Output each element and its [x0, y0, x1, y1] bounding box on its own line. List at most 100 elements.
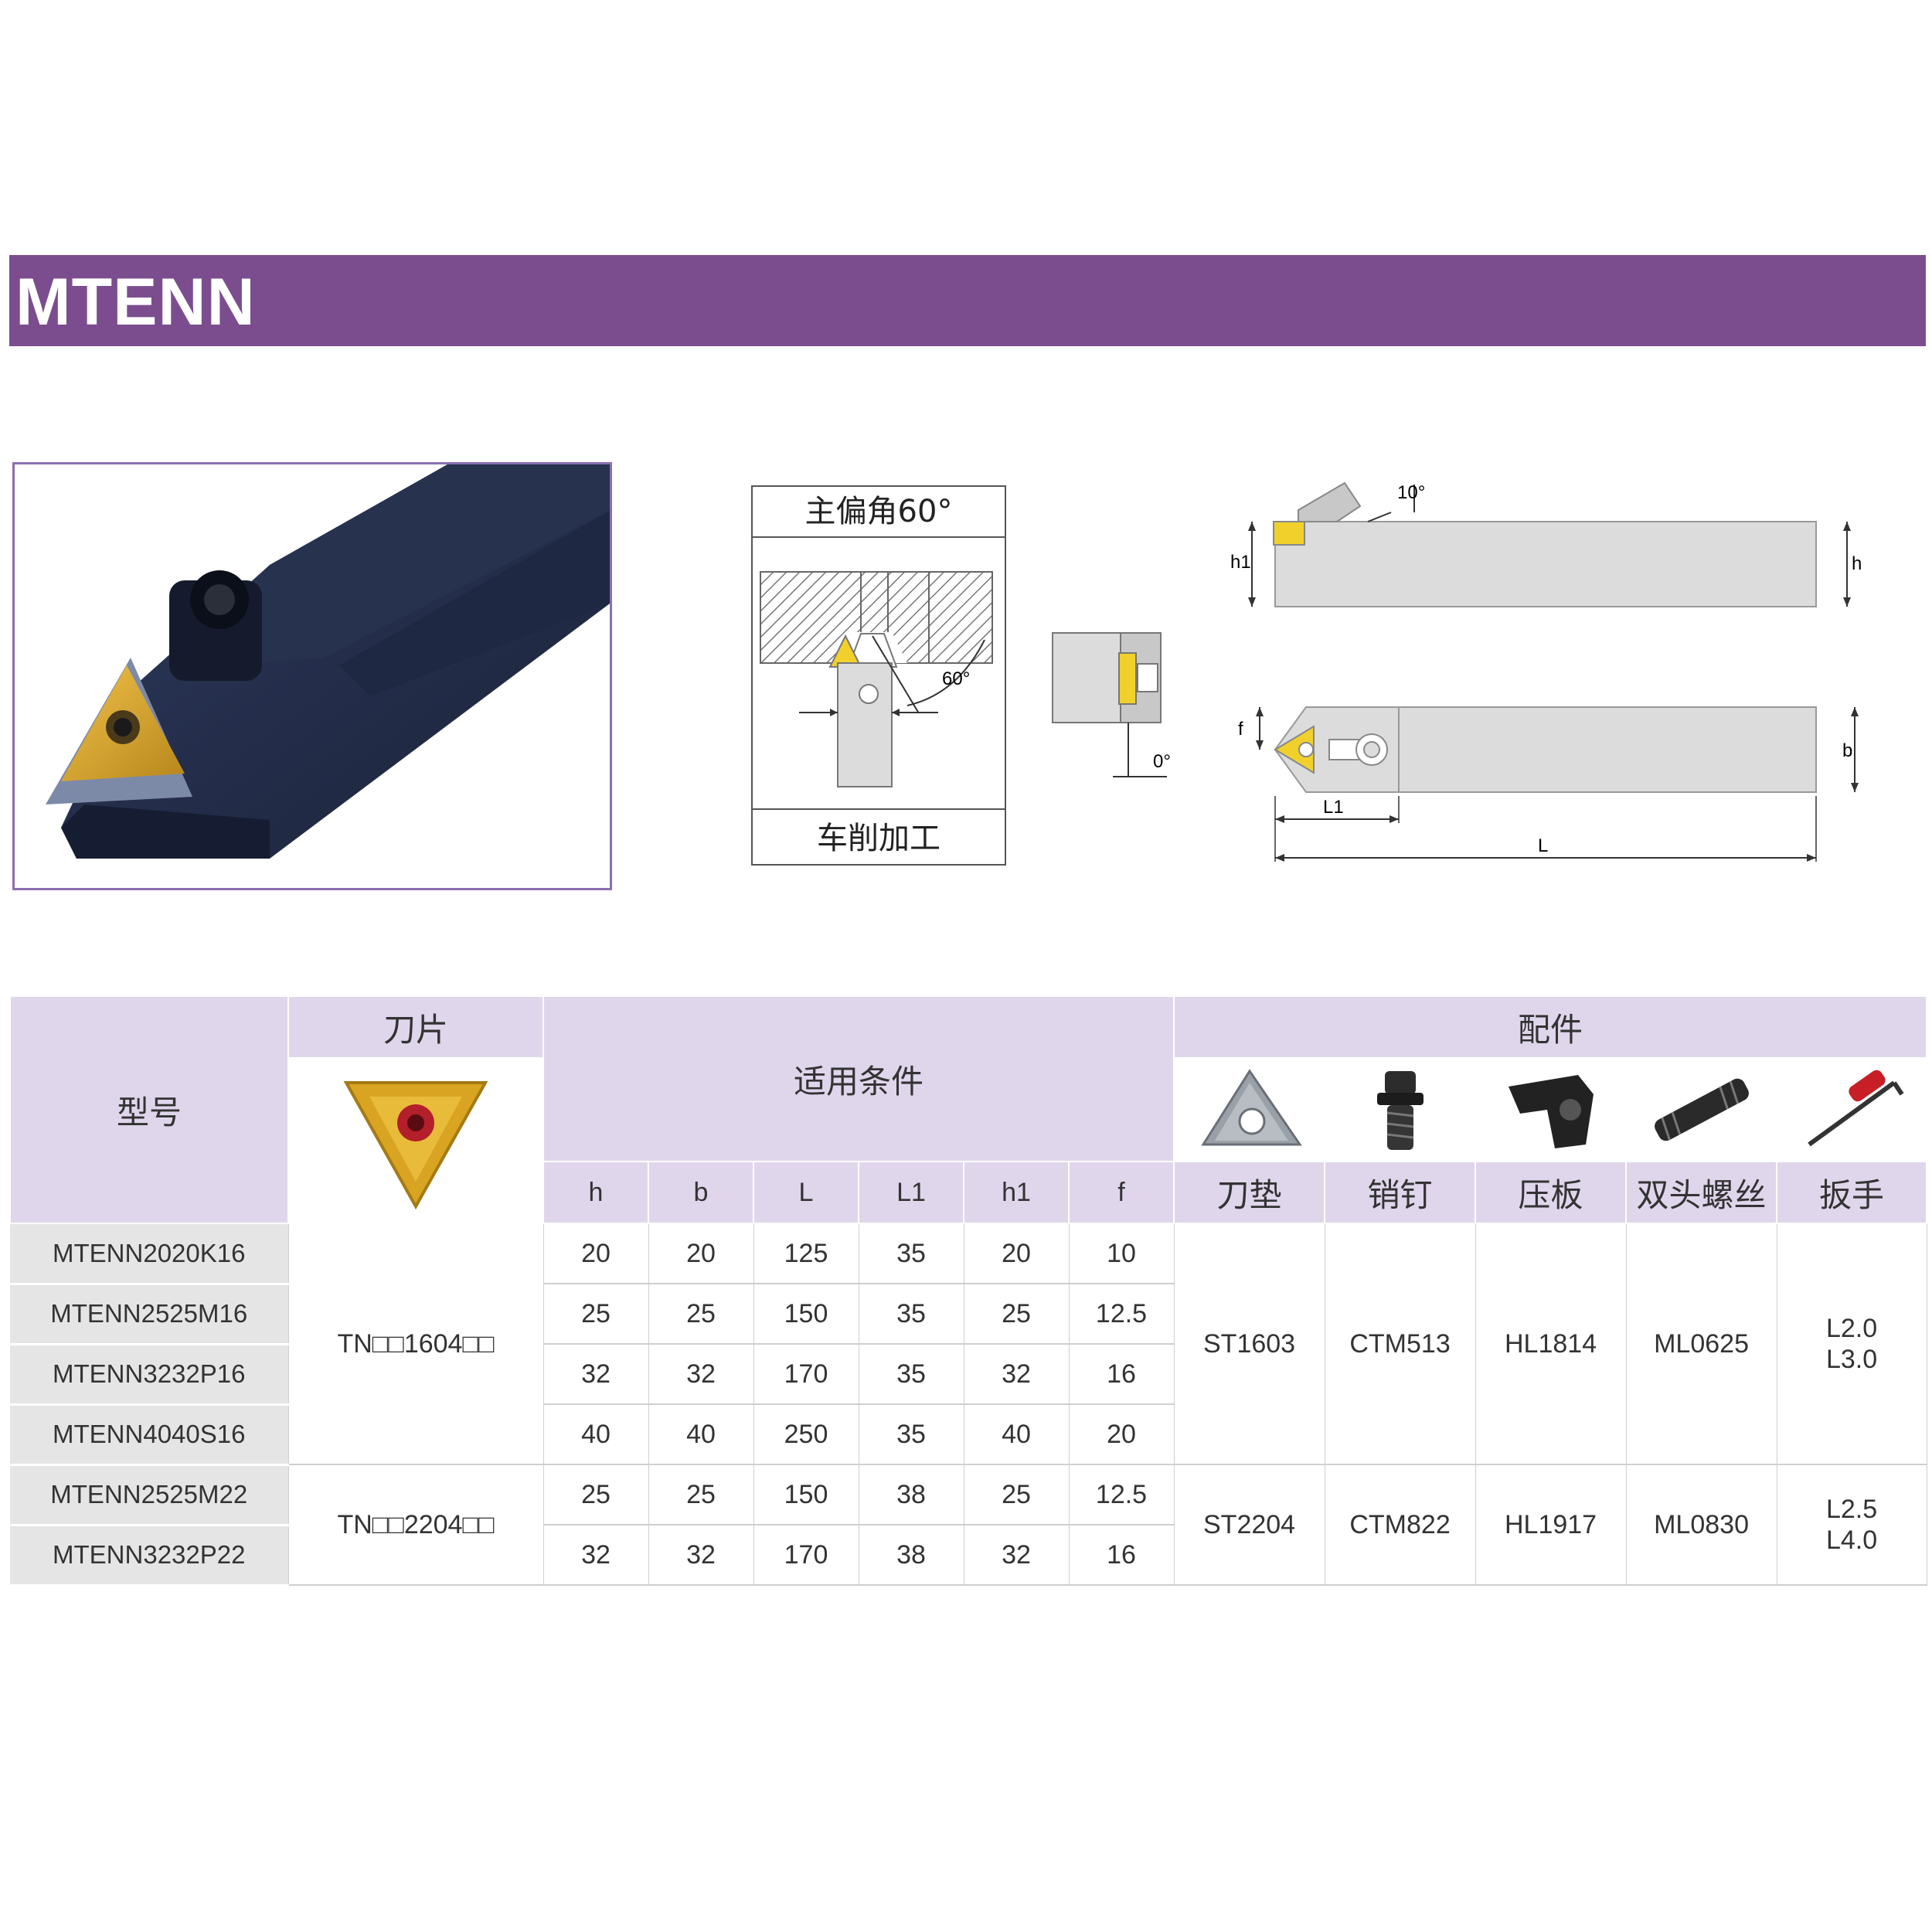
header-pin: 销钉	[1324, 1161, 1477, 1224]
header-screw: 双头螺丝	[1625, 1161, 1778, 1224]
header-wrench: 扳手	[1776, 1161, 1928, 1224]
dim-L1-label: L1	[1323, 797, 1344, 818]
pin-cell: CTM513	[1324, 1223, 1476, 1465]
cell-h1: 32	[963, 1524, 1070, 1586]
wrench-image-cell	[1776, 1057, 1928, 1162]
header-shim: 刀垫	[1173, 1161, 1326, 1224]
front-view-diagram: 0°	[1052, 632, 1171, 777]
angle-60-label: 60°	[942, 668, 970, 689]
cell-b: 40	[648, 1403, 754, 1465]
double-screw-icon	[1654, 1078, 1749, 1141]
cell-L: 250	[753, 1403, 859, 1465]
dimension-diagram: 10° h1 h f b L1 L	[1230, 481, 1862, 862]
cell-L1: 35	[858, 1283, 964, 1345]
cell-L1: 38	[858, 1464, 964, 1526]
cell-L1: 38	[858, 1524, 964, 1586]
cell-h1: 25	[963, 1464, 1070, 1526]
header-dim-h: h	[543, 1161, 649, 1224]
cell-h: 32	[543, 1343, 649, 1405]
cell-f: 16	[1068, 1524, 1175, 1586]
table-row: MTENN2525M16 25 25 150 35 25 12.5	[10, 1283, 1927, 1345]
model-cell: MTENN3232P16	[10, 1343, 289, 1406]
table-row: MTENN2020K16 TN□□1604□□ 20 20 125 35 20 …	[10, 1223, 1927, 1465]
cell-h: 20	[543, 1223, 649, 1284]
tool-holder-image	[46, 464, 610, 859]
cell-L: 150	[753, 1464, 859, 1526]
cell-L1: 35	[858, 1343, 964, 1405]
cell-h: 40	[543, 1403, 649, 1465]
cell-f: 12.5	[1068, 1464, 1175, 1526]
cell-h1: 40	[963, 1403, 1070, 1465]
cell-f: 12.5	[1068, 1283, 1175, 1345]
insert-type-cell: TN□□1604□□	[287, 1223, 544, 1465]
cell-L: 125	[753, 1223, 859, 1284]
dim-b-label: b	[1842, 740, 1852, 761]
pin-icon	[1376, 1071, 1423, 1150]
product-photo	[12, 462, 612, 890]
shim-cell: ST1603	[1173, 1223, 1325, 1465]
dim-h-label: h	[1852, 553, 1862, 574]
cell-b: 32	[648, 1524, 754, 1586]
triangle-insert-icon	[343, 1081, 488, 1210]
diagram-top-label: 主偏角60°	[751, 485, 1006, 538]
cell-h: 32	[543, 1524, 649, 1586]
cell-f: 20	[1068, 1403, 1175, 1465]
header-dim-f: f	[1067, 1161, 1175, 1224]
wrench-cell: L2.5 L4.0	[1776, 1464, 1927, 1586]
cell-L1: 35	[858, 1403, 964, 1465]
model-cell: MTENN3232P22	[10, 1524, 289, 1587]
shim-icon	[1200, 1069, 1302, 1146]
cell-L1: 35	[858, 1223, 964, 1284]
screw-cell: ML0625	[1625, 1223, 1777, 1465]
model-cell: MTENN2525M16	[10, 1283, 289, 1345]
cell-L: 170	[753, 1343, 859, 1405]
header-dim-L1: L1	[858, 1161, 964, 1224]
product-title: MTENN	[15, 265, 256, 339]
angle-10-label: 10°	[1397, 482, 1425, 503]
screw-image-cell	[1625, 1057, 1778, 1162]
table-row: MTENN3232P22 32 32 170 38 32 16	[10, 1524, 1927, 1587]
clamp-image-cell	[1475, 1057, 1628, 1162]
wrench-size: L4.0	[1825, 1526, 1878, 1555]
shim-image-cell	[1173, 1057, 1326, 1162]
cell-f: 10	[1068, 1223, 1175, 1284]
cutting-illustration: 60°	[760, 571, 993, 787]
model-cell: MTENN2525M22	[10, 1464, 289, 1526]
pin-image-cell	[1324, 1057, 1477, 1162]
header-accessories: 配件	[1173, 995, 1928, 1059]
table-row: MTENN2525M22 TN□□2204□□ 25 25 150 38 25 …	[10, 1464, 1927, 1586]
wrench-size: L2.5	[1825, 1495, 1878, 1524]
title-banner	[9, 255, 1926, 346]
wrench-size: L3.0	[1825, 1345, 1878, 1374]
header-clamp: 压板	[1475, 1161, 1628, 1224]
insert-type-cell: TN□□2204□□	[287, 1464, 544, 1586]
dim-h1-label: h1	[1230, 552, 1251, 573]
header-model: 型号	[9, 995, 289, 1224]
insert-image-cell	[287, 1057, 544, 1224]
dim-L-label: L	[1538, 835, 1548, 856]
header-insert: 刀片	[287, 995, 544, 1059]
pin-cell: CTM822	[1324, 1464, 1476, 1586]
cell-b: 20	[648, 1223, 754, 1284]
clamp-icon	[1508, 1075, 1594, 1148]
dim-f-label: f	[1238, 719, 1243, 740]
header-dim-h1: h1	[963, 1161, 1070, 1224]
model-cell: MTENN4040S16	[10, 1403, 289, 1466]
diagram-bottom-label: 车削加工	[751, 808, 1006, 866]
cell-f: 16	[1068, 1343, 1175, 1405]
cell-h1: 32	[963, 1343, 1070, 1405]
cell-b: 25	[648, 1464, 754, 1526]
wrench-size: L2.0	[1825, 1314, 1878, 1343]
shim-cell: ST2204	[1173, 1464, 1325, 1586]
cell-h1: 25	[963, 1283, 1070, 1345]
clamp-cell: HL1814	[1475, 1223, 1627, 1465]
wrench-cell: L2.0 L3.0	[1776, 1223, 1927, 1465]
header-dim-L: L	[753, 1161, 859, 1224]
cell-L: 150	[753, 1283, 859, 1345]
screw-cell: ML0830	[1625, 1464, 1777, 1586]
cell-h: 25	[543, 1283, 649, 1345]
angle-0-label: 0°	[1153, 751, 1171, 772]
table-row: MTENN4040S16 40 40 250 35 40 20	[10, 1403, 1927, 1466]
model-cell: MTENN2020K16	[10, 1223, 289, 1285]
spec-table: 型号 刀片 适用条件 配件	[9, 995, 1928, 1587]
